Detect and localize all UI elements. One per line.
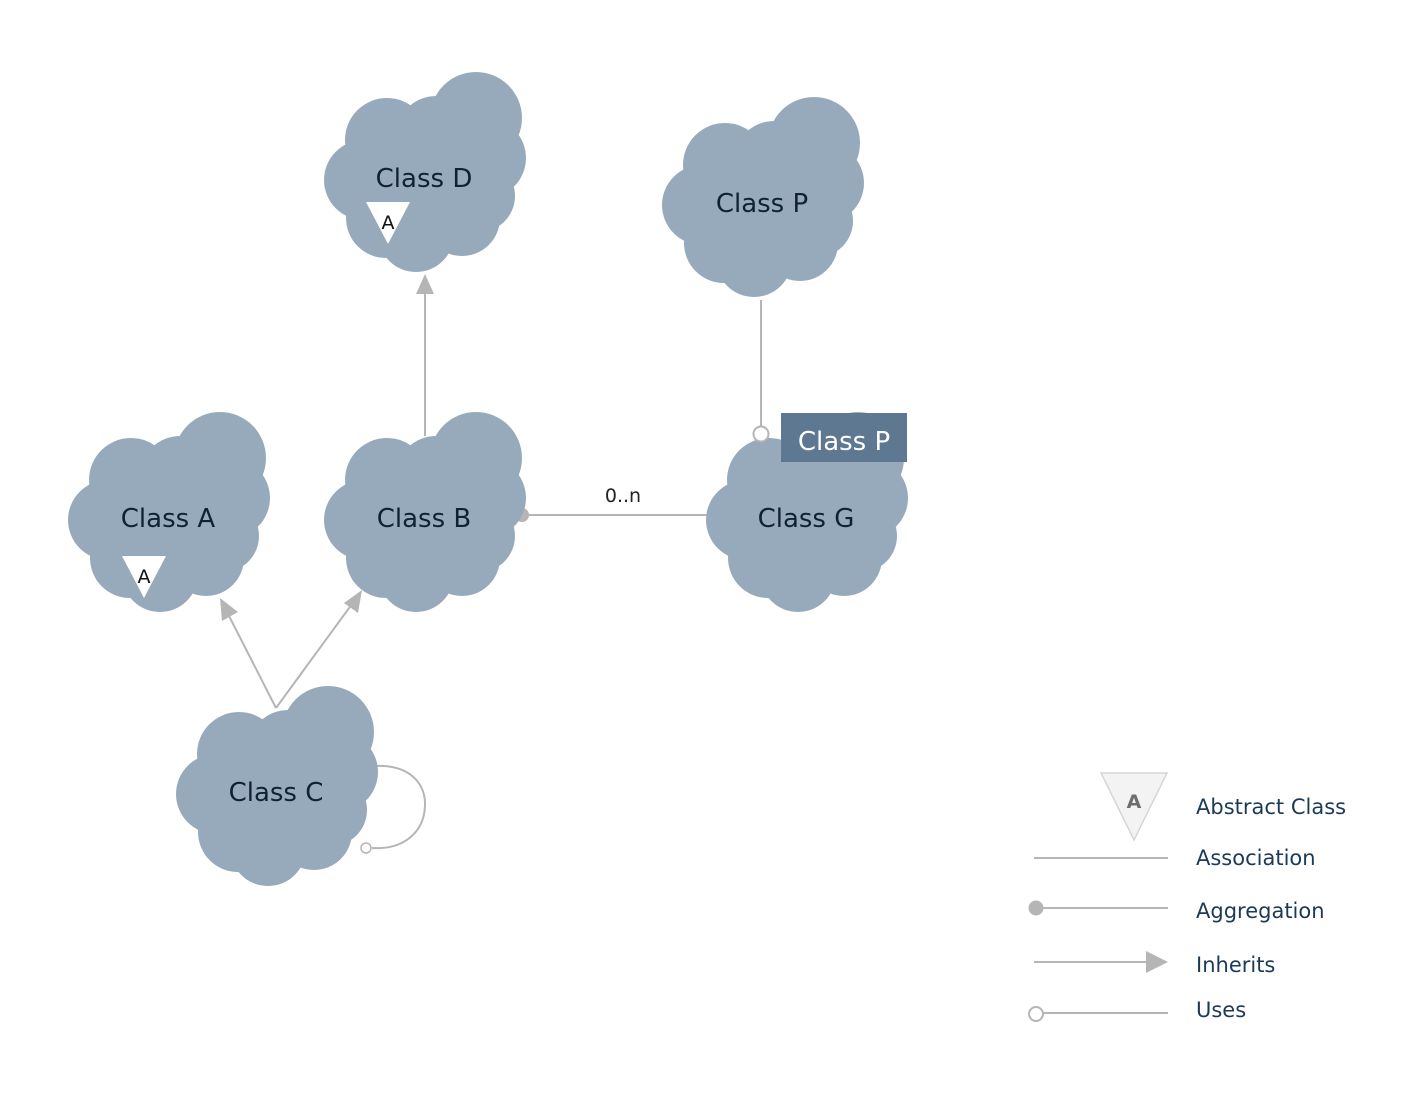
inherits-c-to-a[interactable]: [227, 613, 277, 709]
legend-uses: Uses: [1028, 998, 1246, 1022]
legend-inherits-label: Inherits: [1196, 953, 1275, 977]
inherits-arrowhead-d: [416, 274, 434, 294]
tag-background: [781, 413, 907, 462]
legend-aggregation: Aggregation: [1028, 899, 1325, 923]
multiplicity-label: 0..n: [605, 485, 641, 507]
legend-abstract-class-label: Abstract Class: [1196, 795, 1346, 819]
abstract-mark: A: [382, 212, 395, 234]
legend-abstract-mark: A: [1127, 791, 1142, 813]
class-g-label: Class G: [758, 504, 855, 534]
class-b-label: Class B: [377, 504, 472, 534]
inherits-arrow-icon: [1146, 951, 1168, 973]
legend-abstract-class: A Abstract Class: [1099, 772, 1346, 842]
inherits-c-to-b[interactable]: [275, 603, 353, 709]
aggregation-dot-icon: [1028, 900, 1044, 916]
legend-association-label: Association: [1196, 846, 1316, 870]
uses-endpoint-g: [752, 425, 770, 443]
class-d-label: Class D: [376, 164, 473, 194]
abstract-triangle-icon: [122, 556, 166, 598]
uses-endpoint-c: [360, 842, 372, 854]
class-g-node[interactable]: Class G: [706, 412, 908, 612]
connectors: [220, 274, 762, 850]
class-c-label: Class C: [229, 778, 324, 808]
class-p-label: Class P: [716, 189, 808, 219]
legend-aggregation-label: Aggregation: [1196, 899, 1325, 923]
uses-c-self-loop[interactable]: [371, 764, 427, 850]
class-d-node[interactable]: Class D A: [324, 72, 526, 272]
class-a-node[interactable]: Class A A: [68, 412, 270, 612]
uses-circle-icon: [1028, 1006, 1044, 1022]
legend-association: Association: [1034, 846, 1316, 870]
legend-uses-label: Uses: [1196, 998, 1246, 1022]
legend-inherits: Inherits: [1034, 951, 1275, 977]
inherits-arrowhead-b: [344, 590, 362, 613]
class-b-node[interactable]: Class B: [324, 412, 526, 612]
legend: A Abstract Class Association Aggregation…: [1028, 772, 1346, 1022]
class-a-label: Class A: [121, 504, 216, 534]
inherits-arrowhead-a: [220, 598, 238, 621]
abstract-triangle-icon: [1099, 772, 1169, 842]
abstract-triangle-icon: [366, 202, 410, 244]
class-c-node[interactable]: Class C: [176, 686, 378, 886]
abstract-mark: A: [138, 566, 151, 588]
class-g-tag[interactable]: Class P: [781, 413, 907, 462]
class-p-node[interactable]: Class P: [662, 97, 864, 297]
tag-label: Class P: [798, 427, 890, 457]
